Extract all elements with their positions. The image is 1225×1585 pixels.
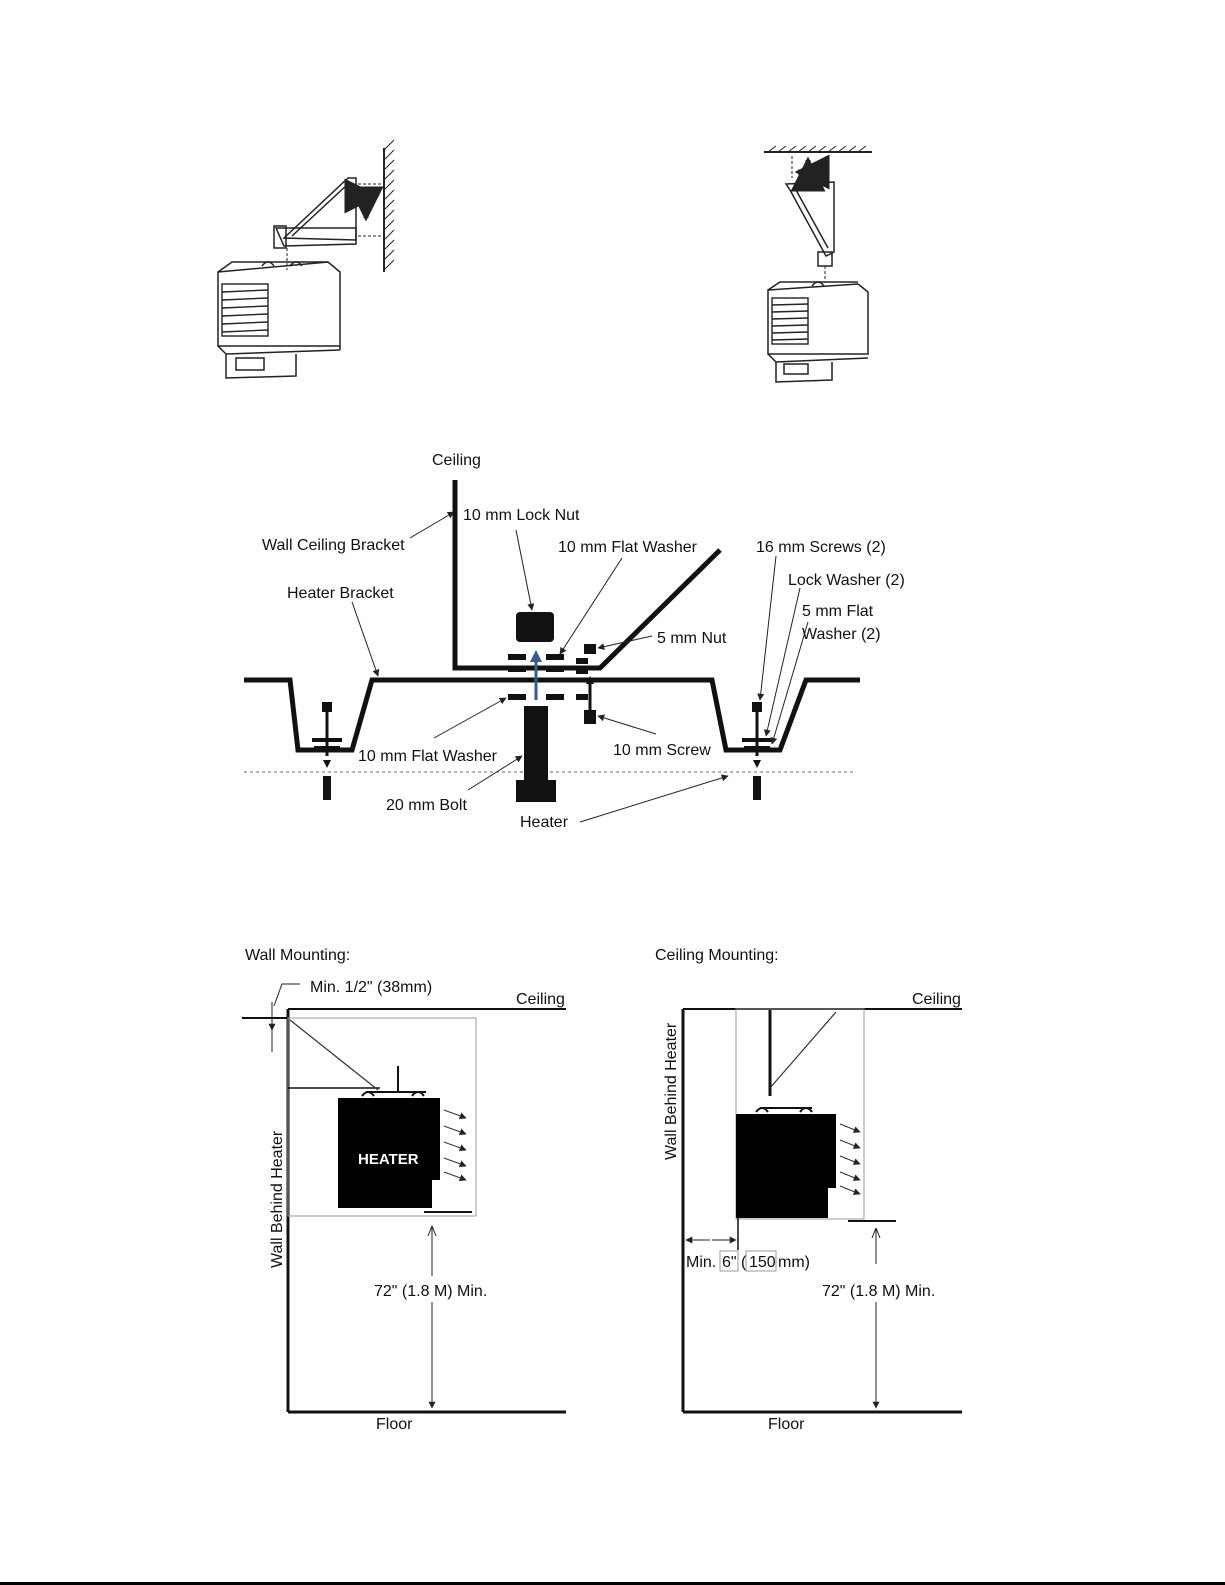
label-flat-washer-top: 10 mm Flat Washer	[558, 539, 698, 556]
label-flat-washer-bottom: 10 mm Flat Washer	[358, 748, 498, 765]
label-screws-16mm: 16 mm Screws (2)	[756, 539, 886, 556]
label-ceiling: Ceiling	[432, 452, 481, 469]
bolt-20mm-shape	[524, 706, 548, 780]
label-wall-ceiling-bracket: Wall Ceiling Bracket	[262, 537, 405, 554]
wall-min-clearance-label: Min. 1/2" (38mm)	[310, 979, 432, 996]
lock-nut-shape	[516, 612, 554, 642]
ceiling-min-inches: 6"	[722, 1254, 737, 1271]
label-screw-10mm: 10 mm Screw	[613, 742, 711, 759]
ceiling-min-prefix: Min.	[686, 1254, 716, 1271]
wall-ceiling-label: Ceiling	[516, 991, 565, 1008]
wall-mounting-title: Wall Mounting:	[245, 947, 350, 964]
heater-block-label: HEATER	[358, 1151, 419, 1168]
wall-mount-illustration	[217, 139, 395, 379]
ceiling-ceiling-label: Ceiling	[912, 991, 961, 1008]
ceiling-min-suffix: mm)	[778, 1254, 810, 1271]
wall-ceiling-bracket-shape	[452, 480, 722, 671]
ceiling-min-mm: 150	[749, 1254, 776, 1271]
ceiling-height-label: 72" (1.8 M) Min.	[822, 1283, 935, 1300]
ceiling-mounting-title: Ceiling Mounting:	[655, 947, 779, 964]
ceiling-floor-label: Floor	[768, 1416, 805, 1433]
ceiling-mounting-diagram: Ceiling Mounting: Ceiling Wall Behind He…	[655, 947, 962, 1433]
exploded-hardware-diagram: Ceiling 10 mm Lock Nut Wall Ceiling Brac…	[244, 452, 905, 831]
heater-bracket-shape	[244, 677, 860, 753]
label-heater-bracket: Heater Bracket	[287, 585, 394, 602]
label-heater: Heater	[520, 814, 569, 831]
wall-mounting-diagram: Wall Mounting: HEATER Min. 1/2" (38mm) C…	[242, 947, 566, 1433]
label-bolt-20mm: 20 mm Bolt	[386, 797, 467, 814]
svg-text:(: (	[741, 1254, 747, 1271]
wall-height-label: 72" (1.8 M) Min.	[374, 1283, 487, 1300]
label-nut-5mm: 5 mm Nut	[657, 630, 727, 647]
ceiling-mount-illustration	[764, 145, 872, 383]
label-lock-washer: Lock Washer (2)	[788, 572, 905, 589]
label-flat-washer-5mm-line1: 5 mm Flat	[802, 603, 874, 620]
label-lock-nut: 10 mm Lock Nut	[463, 507, 580, 524]
wall-floor-label: Floor	[376, 1416, 413, 1433]
wall-behind-heater-label: Wall Behind Heater	[269, 1130, 286, 1268]
ceiling-wall-behind-heater-label: Wall Behind Heater	[663, 1022, 680, 1160]
page-bottom-rule	[0, 1582, 1225, 1585]
label-flat-washer-5mm-line2: Washer (2)	[802, 626, 881, 643]
